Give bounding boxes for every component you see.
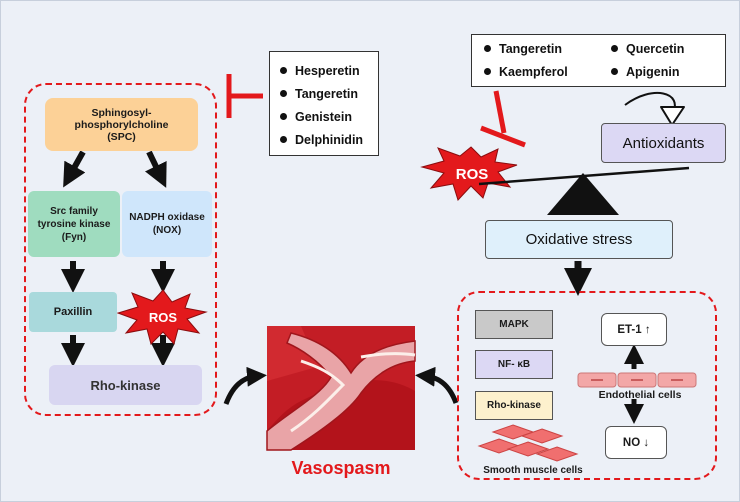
compound-name: Tangeretin — [295, 86, 358, 101]
bullet-icon — [611, 45, 618, 52]
bullet-icon — [280, 67, 287, 74]
src-kinase-box: Src family tyrosine kinase (Fyn) — [28, 191, 120, 257]
list-row: Kaempferol Apigenin — [484, 60, 725, 83]
smooth-muscle-cells-illustration — [477, 424, 579, 462]
bullet-icon — [484, 68, 491, 75]
oxidative-stress-box: Oxidative stress — [485, 220, 673, 259]
list-item: Hesperetin — [280, 59, 378, 82]
mapk-box: MAPK — [475, 310, 553, 339]
no-box: NO ↓ — [605, 426, 667, 459]
inhibition-symbol-left — [226, 74, 263, 118]
left-pathway-panel — [24, 83, 217, 416]
bullet-icon — [611, 68, 618, 75]
vasospasm-vessel-illustration — [266, 326, 416, 451]
ros-label-left: ROS — [148, 309, 178, 325]
ros-starburst-right — [420, 146, 518, 201]
spc-box: Sphingosyl- phosphorylcholine (SPC) — [45, 98, 198, 151]
compound-name: Genistein — [295, 109, 352, 124]
compound-name: Delphinidin — [295, 132, 364, 147]
list-item: Delphinidin — [280, 128, 378, 151]
ros-label-right: ROS — [455, 165, 489, 183]
left-panel-arrows — [61, 150, 175, 367]
compound-name: Hesperetin — [295, 63, 360, 78]
antioxidant-compound-list: Tangeretin Quercetin Kaempferol Apigenin — [471, 34, 726, 87]
compound-name: Quercetin — [626, 41, 685, 56]
inhibitor-compound-list: Hesperetin Tangeretin Genistein Delphini… — [269, 51, 379, 156]
curved-arrow-antioxidants — [624, 91, 685, 126]
nfkb-box: NF- κB — [475, 350, 553, 379]
curved-arrows-vasospasm — [223, 366, 459, 405]
compound-name: Apigenin — [626, 64, 680, 79]
nox-box: NADPH oxidase (NOX) — [122, 191, 212, 257]
bullet-icon — [484, 45, 491, 52]
list-row: Tangeretin Quercetin — [484, 37, 725, 60]
antioxidants-box: Antioxidants — [601, 123, 726, 163]
endothelial-cells-label: Endothelial cells — [598, 389, 682, 401]
compound-name: Tangeretin — [499, 41, 562, 56]
bullet-icon — [280, 113, 287, 120]
ros-starburst-left — [116, 289, 208, 346]
list-item: Tangeretin — [280, 82, 378, 105]
effects-panel — [457, 291, 717, 480]
rho-kinase-box-left: Rho-kinase — [49, 365, 202, 405]
compound-name: Kaempferol — [499, 64, 568, 79]
rho-kinase-box-right: Rho-kinase — [475, 391, 553, 420]
paxillin-box: Paxillin — [29, 292, 117, 332]
vasospasm-label: Vasospasm — [291, 457, 391, 478]
balance-fulcrum — [547, 173, 619, 215]
et1-box: ET-1 ↑ — [601, 313, 667, 346]
smooth-muscle-cells-label: Smooth muscle cells — [483, 464, 583, 476]
bullet-icon — [280, 90, 287, 97]
list-item: Genistein — [280, 105, 378, 128]
bullet-icon — [280, 136, 287, 143]
endothelial-cells-illustration — [577, 372, 697, 388]
inhibition-symbol-right — [480, 90, 526, 148]
